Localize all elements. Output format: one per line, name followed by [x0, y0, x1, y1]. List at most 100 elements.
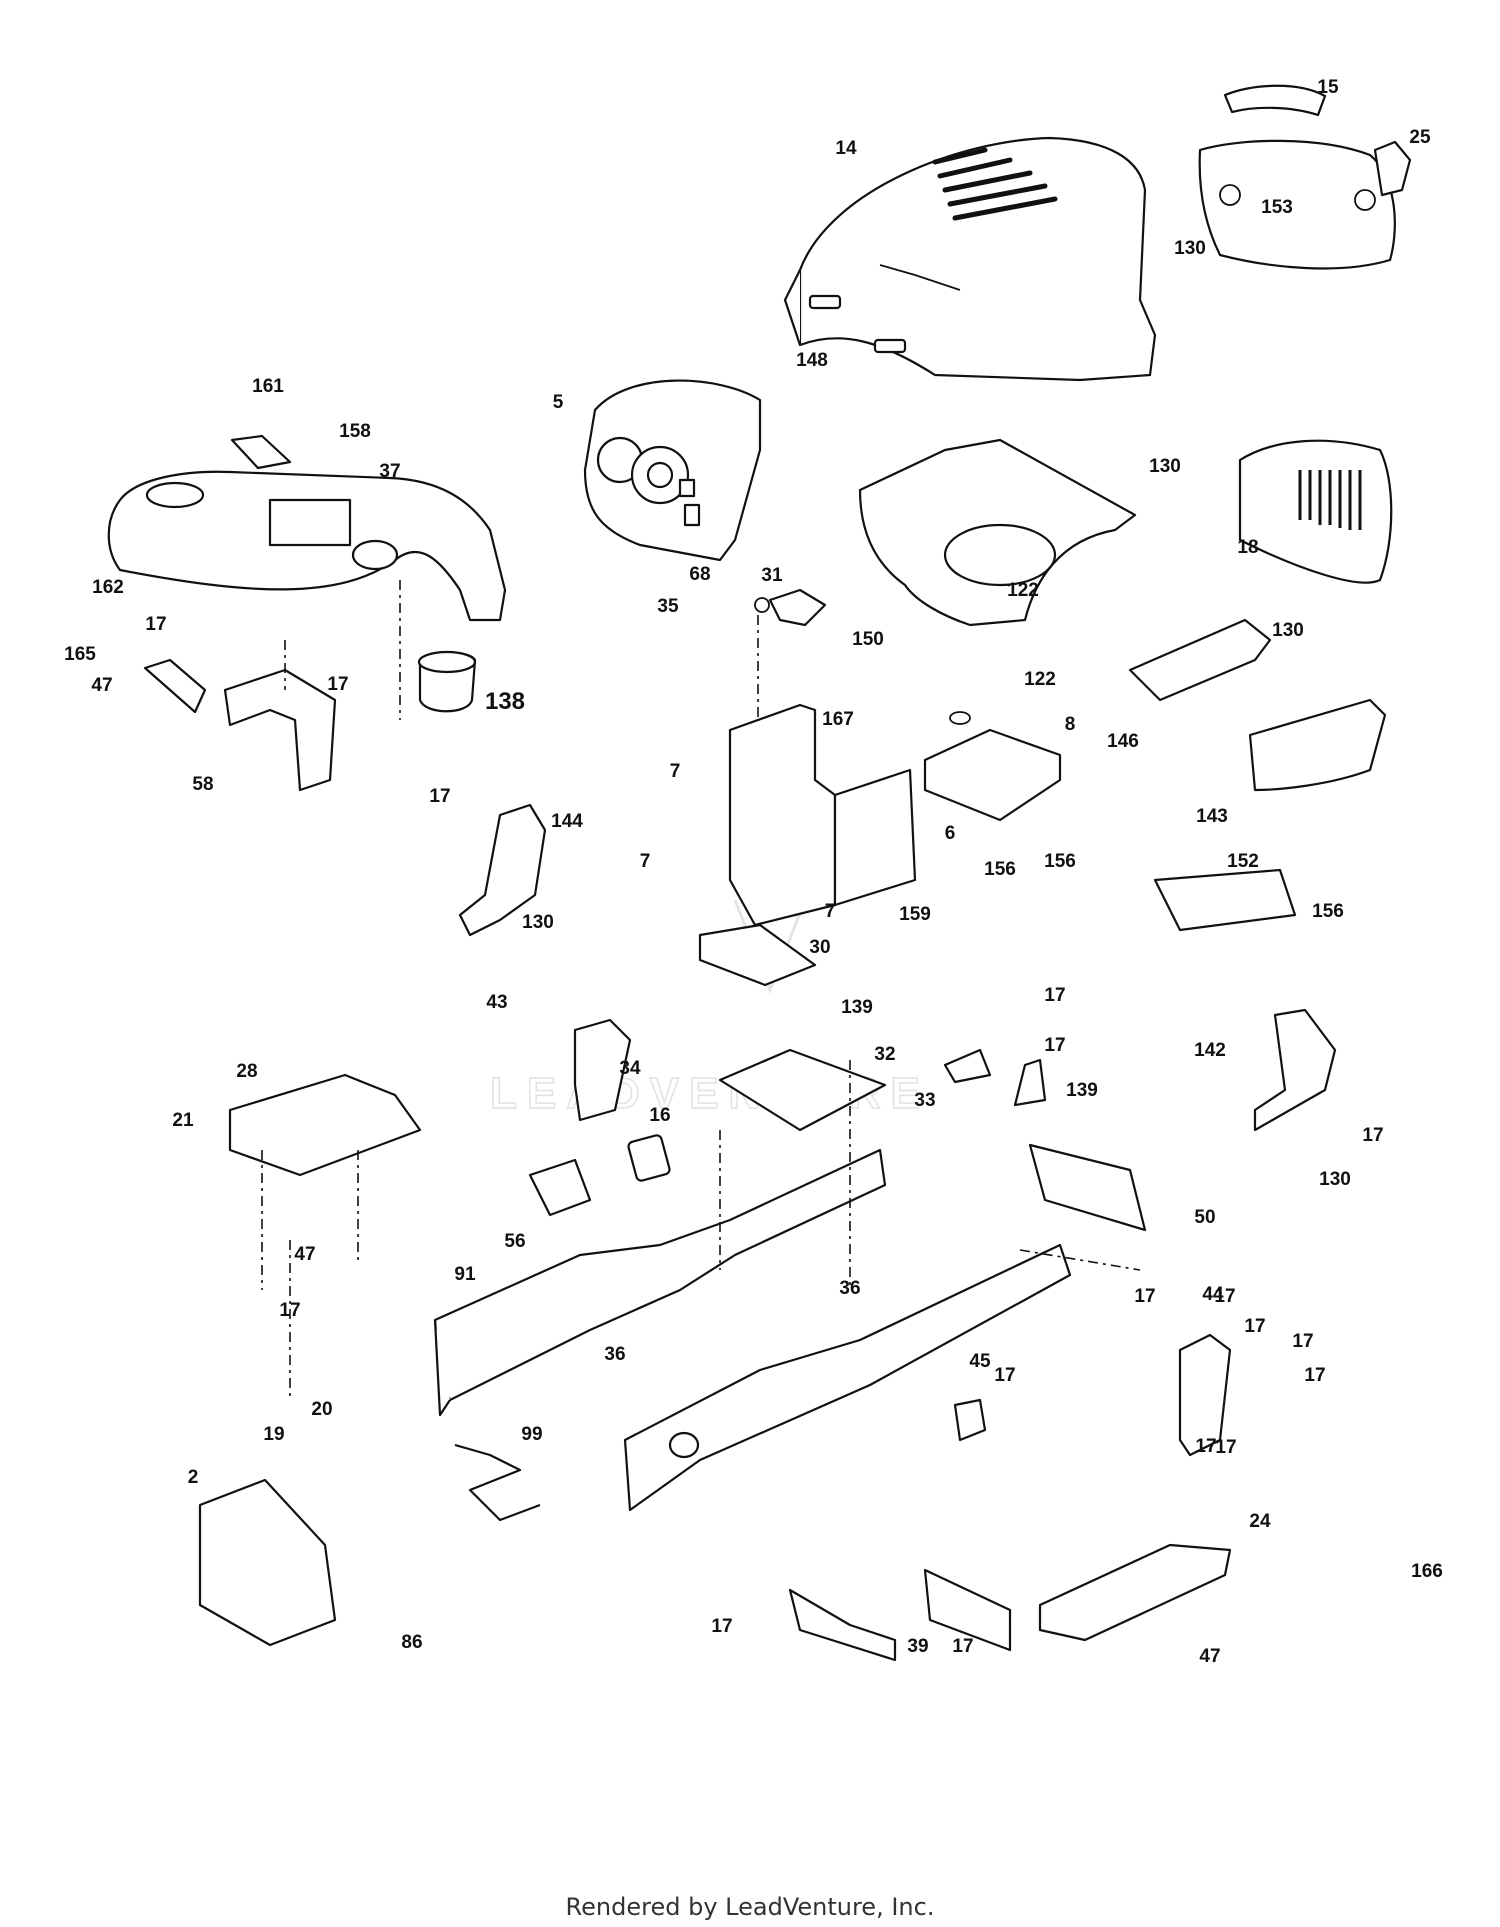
callout-label: 17 [1044, 1035, 1065, 1056]
callout-label: 165 [64, 644, 96, 665]
callout-label: 45 [969, 1351, 991, 1372]
part-shroud [858, 438, 1137, 627]
callout-label: 158 [339, 421, 371, 442]
callout-label: 130 [522, 912, 554, 933]
callout-label: 44 [1202, 1284, 1224, 1305]
callout-label: 36 [839, 1278, 860, 1299]
callout-label: 143 [1196, 806, 1228, 827]
callout-label: 25 [1409, 127, 1431, 148]
part-99 [454, 1443, 541, 1522]
part-45 [953, 1398, 987, 1442]
callout-label: 150 [852, 629, 884, 650]
part-hood [783, 136, 1157, 382]
callout-label: 139 [841, 997, 873, 1018]
part-32 [943, 1048, 992, 1084]
part-footrest-28 [228, 1073, 422, 1177]
callout-label: 5 [553, 392, 564, 413]
callout-label: 138 [485, 688, 525, 715]
footer-credit: Rendered by LeadVenture, Inc. [565, 1893, 935, 1921]
callout-label: 17 [1044, 985, 1065, 1006]
callout-label: 17 [952, 1636, 973, 1657]
callout-label: 91 [454, 1264, 476, 1285]
callout-label: 152 [1227, 851, 1259, 872]
part-2 [198, 1478, 337, 1647]
callout-label: 156 [1044, 851, 1076, 872]
callout-label: 32 [874, 1044, 895, 1065]
part-39a [788, 1588, 897, 1662]
part-console [698, 703, 1062, 987]
part-fender [107, 434, 507, 713]
callout-label: 50 [1194, 1207, 1215, 1228]
callout-label: 47 [1199, 1646, 1220, 1667]
callout-label: 130 [1174, 238, 1206, 259]
part-143 [1248, 698, 1387, 792]
callout-label: 20 [311, 1399, 332, 1420]
callout-label: 122 [1007, 580, 1039, 601]
part-142 [1253, 1008, 1337, 1132]
callout-label: 28 [236, 1061, 257, 1082]
callout-label: 43 [486, 992, 507, 1013]
washer-35 [754, 597, 770, 613]
callout-label: 161 [252, 376, 284, 397]
part-bracket-58 [143, 658, 337, 792]
callout-label: 33 [914, 1090, 935, 1111]
part-grille [1238, 439, 1393, 584]
callout-label: 99 [521, 1424, 542, 1445]
callout-label: 15 [1317, 77, 1339, 98]
callout-label: 6 [945, 823, 956, 844]
callout-label: 130 [1319, 1169, 1351, 1190]
callout-label: 47 [91, 675, 112, 696]
callout-label: 17 [145, 614, 166, 635]
callout-label: 17 [1214, 1286, 1235, 1307]
part-31 [768, 588, 827, 627]
callout-label: 37 [379, 461, 400, 482]
callout-label: 17 [1304, 1365, 1325, 1386]
callout-label: 7 [825, 901, 836, 922]
callout-label: 139 [1066, 1080, 1098, 1101]
callout-label: 19 [263, 1424, 284, 1445]
callout-label: 16 [649, 1105, 670, 1126]
callout-label: 148 [796, 350, 828, 371]
assembly-lines [261, 580, 1141, 1400]
callout-label: 17 [1244, 1316, 1265, 1337]
callout-label: 156 [1312, 901, 1344, 922]
callout-label: 39 [907, 1636, 928, 1657]
part-frame-1 [623, 1243, 1072, 1512]
callout-label: 24 [1249, 1511, 1271, 1532]
callout-label: 8 [1065, 714, 1076, 735]
callout-label: 17 [1362, 1125, 1383, 1146]
callout-label: 17 [327, 674, 348, 695]
part-144 [458, 803, 547, 937]
callout-label: 167 [822, 709, 854, 730]
callout-label: 159 [899, 904, 931, 925]
callout-label: 17 [279, 1300, 300, 1321]
callout-label: 30 [809, 937, 830, 958]
callout-label: 47 [294, 1244, 315, 1265]
callout-label: 31 [761, 565, 783, 586]
callout-label: 58 [192, 774, 213, 795]
callout-label: 17 [994, 1365, 1015, 1386]
callout-label: 7 [640, 851, 651, 872]
part-headlight-lens [1223, 84, 1327, 117]
callout-label: 130 [1149, 456, 1181, 477]
callout-label: 146 [1107, 731, 1139, 752]
callout-label: 7 [670, 761, 681, 782]
callout-label: 56 [504, 1231, 525, 1252]
callout-label: 17 [1292, 1331, 1313, 1352]
callout-label: 21 [172, 1110, 194, 1131]
callout-label: 34 [619, 1058, 641, 1079]
part-16 [627, 1134, 671, 1182]
callout-label: 17 [1215, 1437, 1236, 1458]
callout-label: 166 [1411, 1561, 1443, 1582]
part-44 [1178, 1333, 1232, 1457]
callout-label: 18 [1237, 537, 1258, 558]
callout-label: 17 [429, 786, 450, 807]
callout-label: 35 [657, 596, 679, 617]
part-146 [1128, 618, 1272, 702]
callout-label: 36 [604, 1344, 625, 1365]
callout-label: 142 [1194, 1040, 1226, 1061]
callout-label: 130 [1272, 620, 1304, 641]
callout-label: 17 [1134, 1286, 1155, 1307]
part-footrest-24 [1038, 1543, 1232, 1642]
part-50 [1028, 1143, 1147, 1232]
